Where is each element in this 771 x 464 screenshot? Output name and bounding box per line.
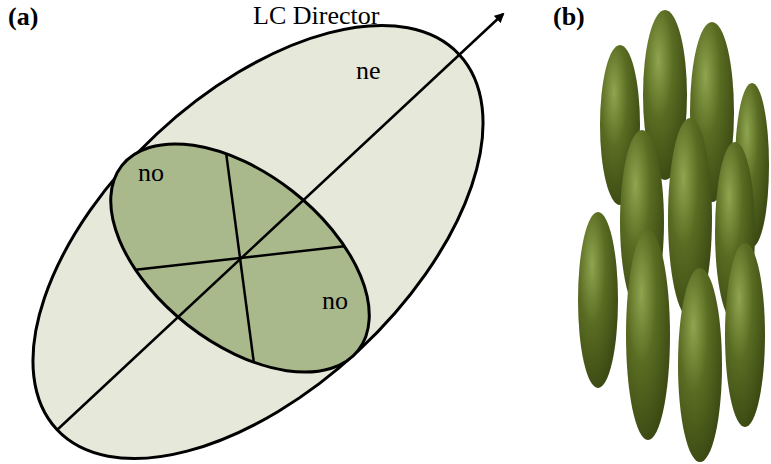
panel-label: (b) — [553, 4, 585, 30]
lc-molecules — [578, 10, 769, 462]
panel-label: (a) — [8, 4, 38, 30]
index-label: no — [322, 288, 348, 314]
index-label: no — [138, 160, 164, 186]
index-label: ne — [356, 58, 381, 84]
index-ellipsoid — [0, 0, 560, 464]
axis-label: LC Director — [253, 3, 379, 29]
